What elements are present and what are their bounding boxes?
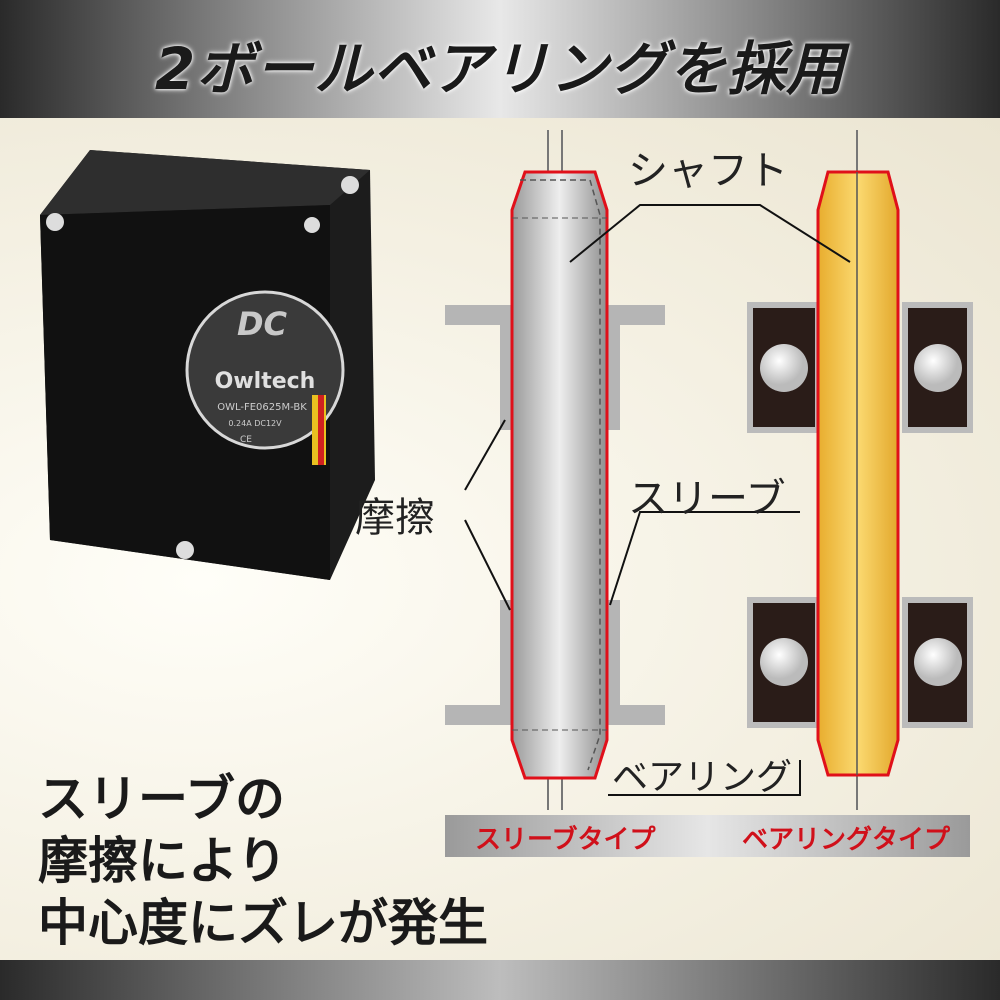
label-friction: 摩擦: [355, 495, 435, 541]
leader-lines: [464, 204, 851, 796]
page-title: 2ボールベアリングを採用: [154, 35, 846, 103]
footer-band: [0, 960, 1000, 1000]
type-label-bar: スリーブタイプ ベアリングタイプ: [445, 815, 970, 857]
sleeve-type-label: スリーブタイプ: [475, 825, 656, 855]
model-text: OWL-FE0625M-BK: [217, 402, 307, 413]
caption: スリーブの 摩擦により 中心度にズレが発生: [38, 768, 488, 954]
header-band: 2ボールベアリングを採用: [0, 0, 1000, 118]
fan-product-image: [40, 150, 375, 580]
bearing-type-label: ベアリングタイプ: [741, 825, 950, 855]
bearing-diagram: [747, 130, 973, 810]
caption-line: 中心度にズレが発生: [38, 894, 488, 952]
sleeve-diagram: [445, 130, 665, 810]
spec-text: 0.24A DC12V: [228, 419, 282, 428]
caption-line: 摩擦により: [38, 832, 287, 890]
label-shaft: シャフト: [628, 148, 788, 194]
ce-mark: CE: [240, 435, 252, 445]
label-sleeve: スリーブ: [628, 476, 786, 522]
label-bearing: ベアリング: [612, 757, 793, 798]
logo-mark: DC: [237, 305, 288, 343]
caption-line: スリーブの: [38, 770, 285, 828]
brand-text: Owltech: [215, 369, 316, 394]
